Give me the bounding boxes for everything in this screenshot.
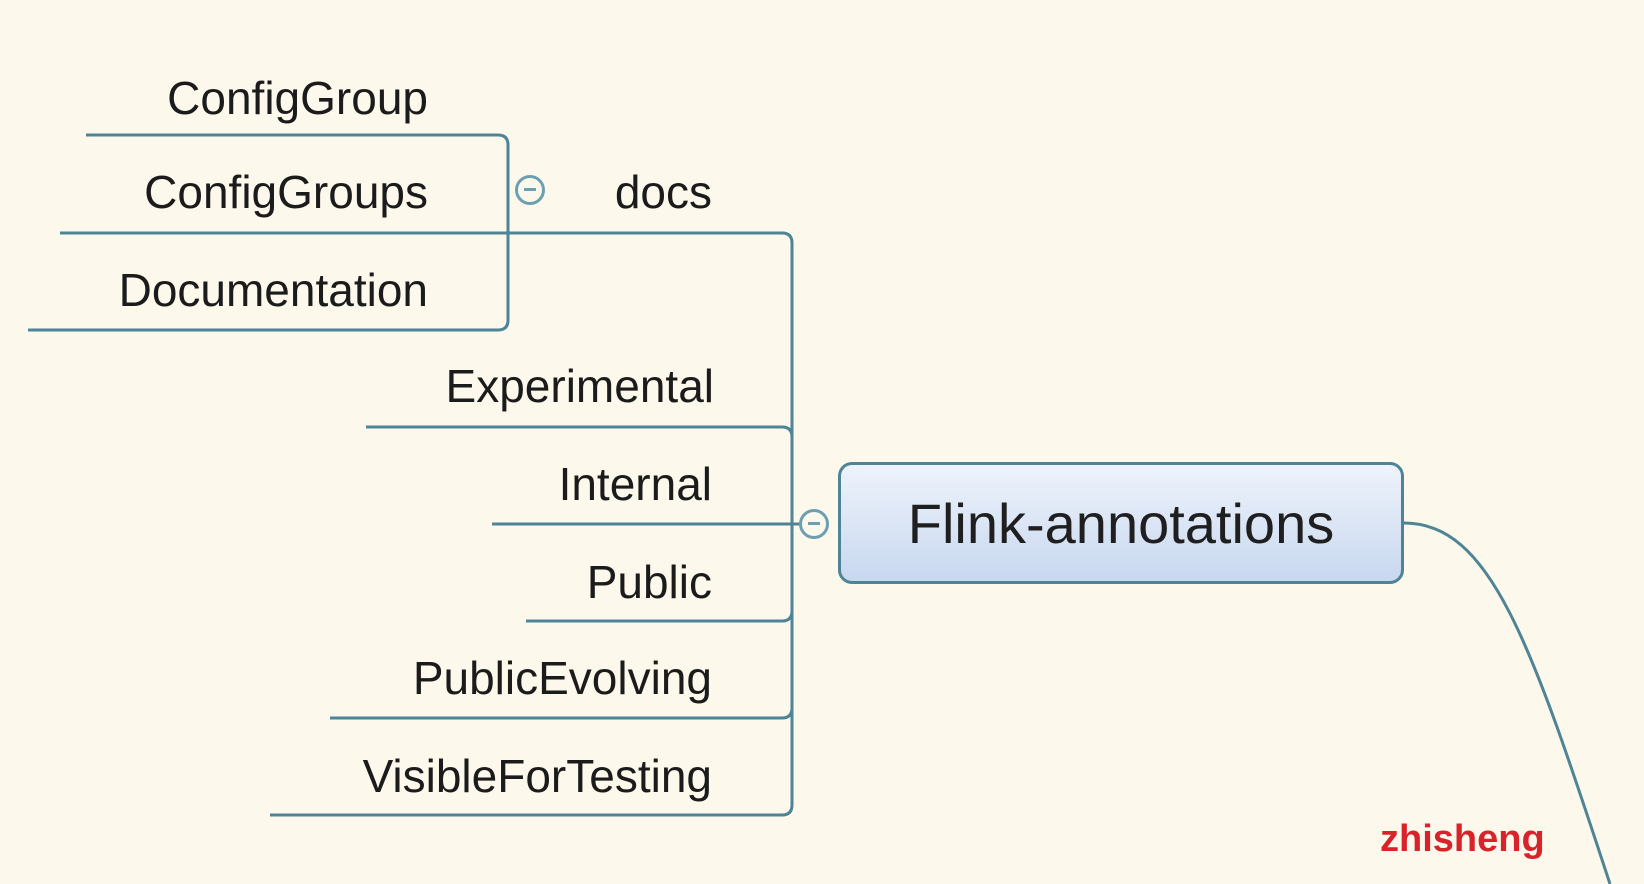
node-publicevolving[interactable]: PublicEvolving: [412, 652, 712, 704]
central-topic-label: Flink-annotations: [907, 491, 1335, 555]
line-right-branch: [1403, 521, 1612, 884]
node-configgroups[interactable]: ConfigGroups: [144, 166, 428, 218]
node-configgroup[interactable]: ConfigGroup: [167, 72, 428, 124]
central-collapse-icon[interactable]: [799, 509, 829, 539]
watermark: zhisheng: [1380, 818, 1545, 860]
central-topic-node[interactable]: Flink-annotations: [838, 462, 1404, 584]
node-documentation[interactable]: Documentation: [118, 264, 428, 316]
node-internal[interactable]: Internal: [558, 458, 712, 510]
line-publicevolving: [330, 707, 794, 720]
node-public[interactable]: Public: [586, 556, 712, 608]
line-experimental: [366, 425, 794, 438]
line-public: [526, 610, 794, 623]
node-docs[interactable]: docs: [614, 166, 712, 218]
node-experimental[interactable]: Experimental: [445, 360, 714, 412]
docs-collapse-icon[interactable]: [515, 175, 545, 205]
node-visiblefortesting[interactable]: VisibleForTesting: [362, 750, 712, 802]
